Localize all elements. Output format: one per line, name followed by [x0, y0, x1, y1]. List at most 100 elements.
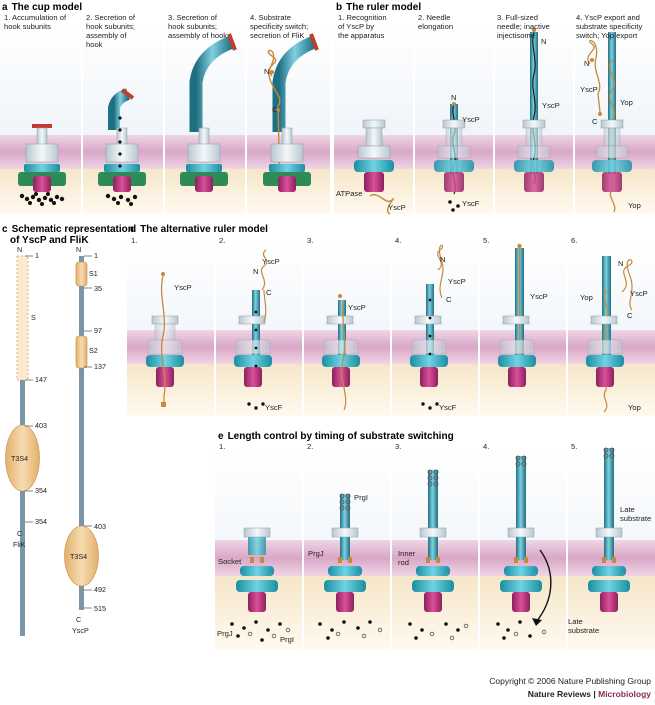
flik-schematic: N 1 S 147 403 T3S4 354 354 C FliK — [5, 245, 47, 636]
b-step3-line2: needle; inactive — [497, 22, 550, 31]
ruler-model-step-4-apparatus: N YscP C Yop Yop — [580, 32, 641, 213]
yscp-tick-1: 1 — [94, 251, 98, 260]
panel-b-yscp-label-2: YscP — [462, 115, 480, 124]
panel-e-inner-rod-line2: rod — [398, 558, 409, 567]
yscp-domain-label: T3S4 — [70, 552, 87, 561]
ruler-model-step-2-apparatus: N YscP YscF — [434, 93, 480, 212]
panel-d-yscp-label-4: YscP — [448, 277, 466, 286]
panel-e-prgj-label-2: PrgJ — [308, 549, 324, 558]
panel-e-prgj-label-1: PrgJ — [217, 629, 233, 638]
a-step3-line1: 3. Secretion of — [168, 13, 218, 22]
panel-b-n-label-1: N — [451, 93, 456, 102]
timing-model-step-1-apparatus: Socket PrgJ PrgI — [217, 527, 294, 644]
panel-c-letter: c — [2, 224, 8, 235]
timing-model-step-4-apparatus — [496, 455, 552, 640]
copyright-text: Copyright © 2006 Nature Publishing Group — [489, 676, 651, 686]
d-step-1: 1. — [131, 236, 137, 245]
panel-e-title: Length control by timing of substrate sw… — [228, 431, 454, 442]
panel-b-c-label: C — [592, 117, 598, 126]
flik-domain-label: T3S4 — [11, 454, 28, 463]
panel-d-yscp-label-1: YscP — [174, 283, 192, 292]
b-step4-line3: switch; Yop export — [576, 31, 638, 40]
panel-d-title: The alternative ruler model — [140, 224, 268, 235]
panel-d-yop-label-1: Yop — [580, 293, 593, 302]
yscp-n-label: N — [76, 245, 81, 254]
flik-tick-1: 1 — [35, 251, 39, 260]
panel-c-title-line2: of YscP and FliK — [10, 235, 89, 246]
yscp-tick-403: 403 — [94, 522, 106, 531]
yscp-s2-label: S2 — [89, 346, 98, 355]
alt-ruler-step-2-apparatus: N YscP C YscF — [234, 249, 283, 412]
a-step1-line1: 1. Accumulation of — [4, 13, 67, 22]
panel-e-prgi-label-1: PrgI — [280, 635, 294, 644]
panel-e-late-substrate-top-2: substrate — [620, 514, 651, 523]
flik-tick-354-b: 354 — [35, 517, 47, 526]
alt-ruler-step-4-apparatus: N YscP C YscF — [410, 244, 466, 412]
a-step1-line2: hook subunits — [4, 22, 51, 31]
flik-n-label: N — [17, 245, 22, 254]
yscp-tick-492: 492 — [94, 585, 106, 594]
panel-a-step-labels: 1. Accumulation of hook subunits 2. Secr… — [4, 13, 308, 49]
panel-b-yscp-label-1: YscP — [388, 203, 406, 212]
panel-d-n-label-1: N — [253, 267, 258, 276]
panel-e-late-substrate-bottom-2: substrate — [568, 626, 599, 635]
a-step2-line4: hook — [86, 40, 103, 49]
panel-d-yscp-label-3: YscP — [348, 303, 366, 312]
panel-b: ATPase YscP N YscP YscF — [334, 2, 655, 215]
b-step3-line1: 3. Full-sized — [497, 13, 538, 22]
flik-tick-354-a: 354 — [35, 486, 47, 495]
panel-b-atpase-label: ATPase — [336, 189, 362, 198]
panel-d-yop-label-2: Yop — [628, 403, 641, 412]
panel-c: c Schematic representation of YscP and Fl… — [2, 224, 134, 636]
a-step2-line2: hook subunits; — [86, 22, 135, 31]
yscp-tick-97: 97 — [94, 326, 102, 335]
cup-model-step-2-apparatus — [98, 88, 146, 206]
journal-separator: | — [591, 689, 598, 699]
flik-tick-147: 147 — [35, 375, 47, 384]
panel-b-yop-label-1: Yop — [620, 98, 633, 107]
a-step4-line1: 4. Substrate — [250, 13, 291, 22]
b-step2-line1: 2. Needle — [418, 13, 451, 22]
panel-c-title-line1: Schematic representation — [12, 224, 134, 235]
panel-b-n-label-3: N — [584, 59, 589, 68]
e-step-4: 4. — [483, 442, 489, 451]
panel-e: Socket PrgJ PrgI PrgI PrgJ — [215, 431, 655, 650]
panel-d-yscf-label-2: YscF — [439, 403, 457, 412]
b-step2-line2: elongation — [418, 22, 453, 31]
panel-d-yscp-label-5: YscP — [530, 292, 548, 301]
panel-a-c-label: C — [272, 105, 278, 114]
yscp-tick-35: 35 — [94, 284, 102, 293]
flik-c-label: C — [17, 529, 22, 538]
a-step2-line1: 2. Secretion of — [86, 13, 136, 22]
journal-name: Nature Reviews — [528, 689, 592, 699]
cup-model-step-4-apparatus: N C — [263, 33, 319, 192]
panel-b-n-label-2: N — [541, 37, 546, 46]
footer: Copyright © 2006 Nature Publishing Group… — [489, 676, 651, 699]
ruler-model-step-1-apparatus: ATPase YscP — [336, 119, 406, 215]
a-step3-line2: hook subunits; — [168, 22, 217, 31]
panel-d-n-label-3: N — [618, 259, 623, 268]
panel-e-prgi-label-2: PrgI — [354, 493, 368, 502]
flik-name: FliK — [13, 540, 26, 549]
panel-d-letter: d — [130, 224, 136, 235]
alt-ruler-step-5-apparatus: YscP — [498, 243, 548, 387]
e-step-3: 3. — [395, 442, 401, 451]
panel-d: YscP N YscP C YscF YscP — [127, 224, 655, 416]
b-step4-line1: 4. YscP export and — [576, 13, 640, 22]
panel-d-c-label-2: C — [446, 295, 452, 304]
panel-a-letter: a — [2, 2, 8, 13]
panel-d-c-label-1: C — [266, 288, 272, 297]
yscp-tick-515: 515 — [94, 604, 106, 613]
a-step4-line3: secretion of FliK — [250, 31, 304, 40]
timing-model-step-2-apparatus: PrgI PrgJ — [308, 493, 383, 640]
panel-d-n-label-2: N — [440, 255, 445, 264]
yscp-name: YscP — [72, 626, 89, 635]
d-step-2: 2. — [219, 236, 225, 245]
alt-ruler-step-1-apparatus: YscP — [146, 272, 192, 407]
cup-model-step-3-apparatus — [180, 33, 237, 192]
yscp-s1-label: S1 — [89, 269, 98, 278]
